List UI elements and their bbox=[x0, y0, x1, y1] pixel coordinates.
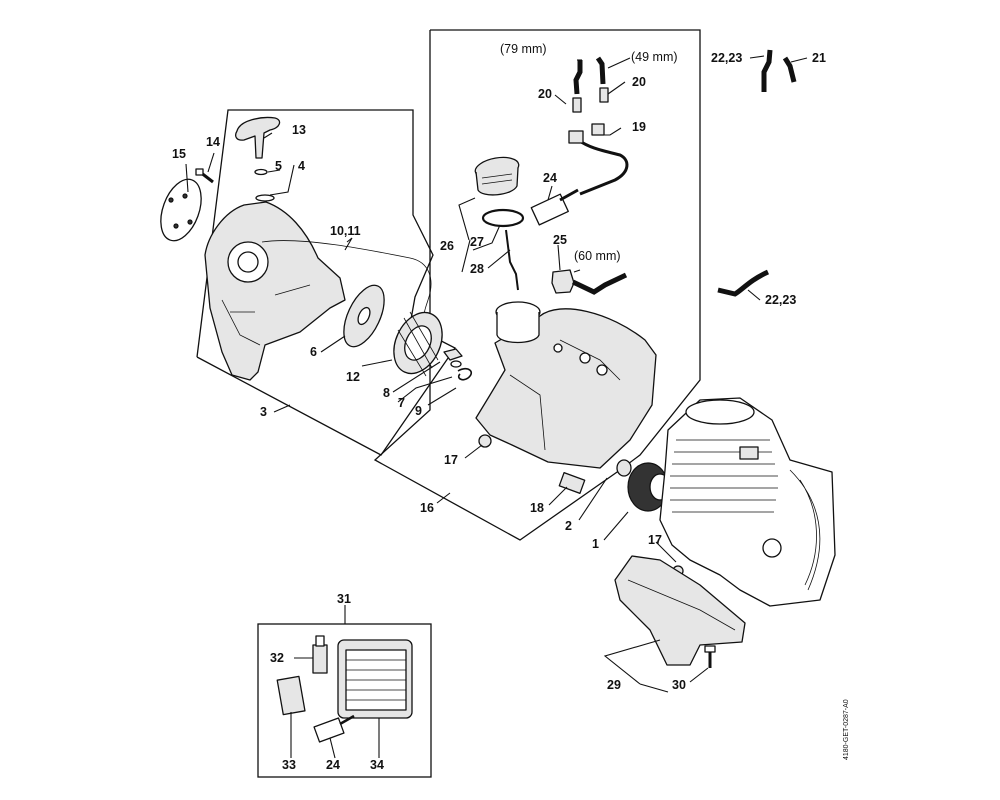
part-label-19: 19 bbox=[632, 120, 646, 134]
spark-plug-boot-part bbox=[312, 635, 328, 674]
part-label-16: 16 bbox=[420, 501, 434, 515]
part-label-5: 5 bbox=[275, 159, 282, 173]
part-label-29: 29 bbox=[607, 678, 621, 692]
part-label-2: 2 bbox=[565, 519, 572, 533]
part-label-21: 21 bbox=[812, 51, 826, 65]
hose-21-part bbox=[782, 56, 797, 83]
part-label-20b: 20 bbox=[632, 75, 646, 89]
leader-lines bbox=[185, 55, 808, 759]
part-label-34: 34 bbox=[370, 758, 384, 772]
retaining-strap-part bbox=[505, 229, 519, 291]
part-label-4: 4 bbox=[298, 159, 305, 173]
part-label-22-23b: 22,23 bbox=[765, 293, 796, 307]
starter-grip-part bbox=[235, 116, 281, 159]
part-label-20a: 20 bbox=[538, 87, 552, 101]
hose-22-23-part bbox=[761, 49, 773, 92]
rubber-buffer-part bbox=[478, 434, 492, 448]
part-label-26: 26 bbox=[440, 239, 454, 253]
fitting-part bbox=[572, 87, 609, 113]
part-label-18: 18 bbox=[530, 501, 544, 515]
part-label-1: 1 bbox=[592, 537, 599, 551]
part-label-28: 28 bbox=[470, 262, 484, 276]
part-label-3: 3 bbox=[260, 405, 267, 419]
part-label-10-11: 10,11 bbox=[330, 224, 361, 238]
fuel-hose-part bbox=[577, 138, 629, 196]
rewind-spring-part bbox=[343, 284, 385, 348]
cover-plate-part bbox=[160, 178, 202, 242]
bushing-part bbox=[255, 194, 275, 202]
part-label-12: 12 bbox=[346, 370, 360, 384]
part-label-22-23a: 22,23 bbox=[711, 51, 742, 65]
grommet-part bbox=[551, 269, 575, 294]
base-screw-part bbox=[704, 645, 716, 668]
part-label-6: 6 bbox=[310, 345, 317, 359]
part-label-33: 33 bbox=[282, 758, 296, 772]
part-label-24b: 24 bbox=[326, 758, 340, 772]
part-label-30: 30 bbox=[672, 678, 686, 692]
part-label-7: 7 bbox=[398, 396, 405, 410]
part-label-24a: 24 bbox=[543, 171, 557, 185]
prefilter-part bbox=[276, 675, 306, 716]
hose-60mm-part bbox=[571, 272, 628, 295]
plug-part bbox=[616, 459, 632, 477]
starter-group-frame bbox=[196, 109, 456, 456]
dimension-label-49mm: (49 mm) bbox=[631, 50, 678, 64]
pawl-part bbox=[443, 348, 463, 361]
starter-rope-part bbox=[261, 240, 432, 329]
part-label-17b: 17 bbox=[648, 533, 662, 547]
spring-clip-part bbox=[457, 367, 473, 381]
part-label-8: 8 bbox=[383, 386, 390, 400]
spring-part bbox=[450, 360, 462, 368]
cap-seal-part bbox=[481, 208, 525, 228]
part-label-9: 9 bbox=[415, 404, 422, 418]
drawing-code: 4180-GET-0287-A0 bbox=[843, 699, 850, 760]
fuel-filter-kit-part bbox=[313, 714, 355, 743]
hose-22-23b-part bbox=[717, 269, 770, 297]
dimension-label-79mm: (79 mm) bbox=[500, 42, 547, 56]
fuel-filter-part bbox=[530, 188, 579, 226]
part-label-31: 31 bbox=[337, 592, 351, 606]
hose-79mm-part bbox=[573, 60, 583, 95]
air-filter-part bbox=[337, 639, 413, 719]
part-label-17a: 17 bbox=[444, 453, 458, 467]
part-label-14: 14 bbox=[206, 135, 220, 149]
part-label-27: 27 bbox=[470, 235, 484, 249]
base-plate-part bbox=[614, 555, 746, 666]
washer-part bbox=[254, 168, 268, 176]
screw-part bbox=[195, 168, 214, 184]
fuel-tank-part bbox=[475, 301, 657, 469]
dimension-label-60mm: (60 mm) bbox=[574, 249, 621, 263]
part-label-25: 25 bbox=[553, 233, 567, 247]
sleeve-part bbox=[558, 472, 586, 494]
part-label-15: 15 bbox=[172, 147, 186, 161]
hose-fitting-part bbox=[568, 123, 605, 144]
rope-rotor-part bbox=[393, 311, 443, 377]
part-label-13: 13 bbox=[292, 123, 306, 137]
tank-cap-part bbox=[474, 156, 520, 196]
fan-housing-part bbox=[204, 201, 346, 381]
hose-49mm-part bbox=[595, 56, 606, 85]
engine-cylinder-part bbox=[659, 397, 836, 607]
part-label-32: 32 bbox=[270, 651, 284, 665]
